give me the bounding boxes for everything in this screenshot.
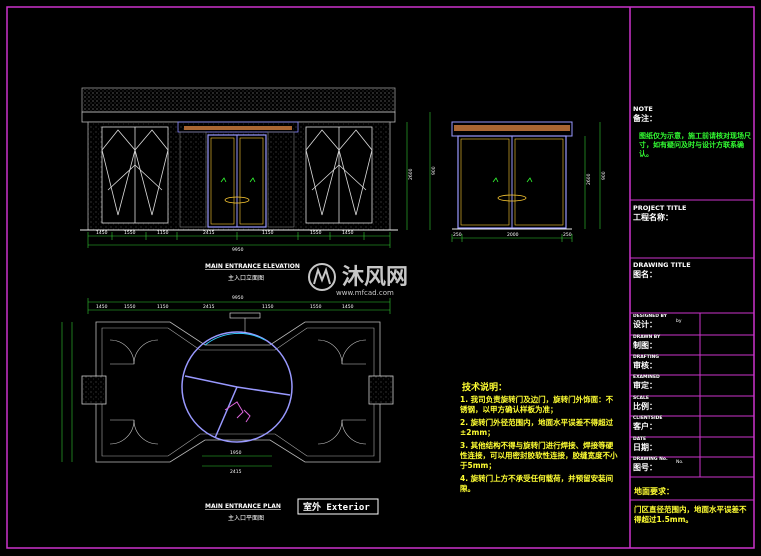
sheet-border [6, 6, 755, 549]
watermark-logo: 沐风网 www.mfcad.com [308, 263, 408, 297]
elev-dim-2: 1550 [124, 230, 136, 236]
site-require-heading: 地面要求： [634, 486, 674, 496]
plan-title: MAIN ENTRANCE PLAN [205, 503, 281, 510]
row-drawing-no-extra: No. [676, 459, 683, 465]
watermark-brand: 沐风网 [342, 265, 408, 290]
plan-dim-1: 1450 [96, 304, 108, 310]
elevation-dim-labels: 1450 1550 1150 2415 1150 1550 1450 9950 … [96, 166, 437, 253]
elevation-dimensions [87, 112, 431, 248]
elev-dim-7: 1450 [342, 230, 354, 236]
elevation-subtitle: 主入口立面图 [228, 274, 264, 282]
side-view-dimensions [451, 122, 601, 242]
elev-dim-4: 2415 [203, 230, 215, 236]
plan-dim-7: 1450 [342, 304, 354, 310]
plan-dim-inner-2: 2415 [230, 469, 242, 475]
plan-dim-inner-1: 1950 [230, 450, 242, 456]
tech-note-3: 3. 其他结构不得与旋转门进行焊接、焊接等硬性连接，可以用密封胶软性连接，胶缝宽… [460, 441, 618, 470]
side-dim-2: 2000 [507, 232, 519, 238]
main-entrance-plan [81, 312, 394, 463]
elev-dim-1: 1450 [96, 230, 108, 236]
plan-dim-labels: 1450 1550 1150 2415 1150 1550 1450 9950 … [96, 295, 354, 475]
watermark-url: www.mfcad.com [336, 289, 394, 297]
drawing-title-section: DRAWING TITLE 图名： [633, 261, 691, 279]
tech-notes-body: 1. 我司负责旋转门及边门，旋转门外饰面：不锈钢，以甲方确认样板为准； 2. 旋… [460, 395, 618, 493]
technical-notes: 技术说明： [462, 381, 507, 393]
drawing-title-cn: 图名： [633, 270, 657, 279]
exterior-label: 室外 Exterior [303, 501, 370, 513]
side-view-dim-labels: 250 2000 250 2600 900 [453, 171, 607, 238]
elev-dim-right-2: 900 [431, 166, 437, 175]
plan-dimensions [61, 298, 391, 467]
plan-dim-6: 1550 [310, 304, 322, 310]
elevation-title: MAIN ENTRANCE ELEVATION [205, 263, 300, 270]
title-block [630, 199, 754, 501]
plan-dim-3: 1150 [157, 304, 169, 310]
note-en: NOTE [633, 105, 653, 113]
plan-dim-2: 1550 [124, 304, 136, 310]
main-entrance-elevation [80, 87, 398, 231]
elev-dim-right-1: 2600 [408, 168, 414, 180]
tech-note-4: 4. 旋转门上方不承受任何载荷，并预留安装间隙。 [460, 474, 614, 493]
exterior-label-box [297, 498, 379, 515]
project-title-en: PROJECT TITLE [633, 204, 687, 212]
tech-note-1: 1. 我司负责旋转门及边门，旋转门外饰面：不锈钢，以甲方确认样板为准； [460, 395, 614, 414]
plan-dim-5: 1150 [262, 304, 274, 310]
note-section: NOTE 备注： 图纸仅为示意，施工前请核对现场尺寸，如有疑问及时与设计方联系确… [633, 105, 751, 158]
plan-dim-total: 9950 [232, 295, 244, 301]
plan-subtitle: 主入口平面图 [228, 514, 264, 522]
elev-dim-6: 1550 [310, 230, 322, 236]
note-cn: 备注： [633, 114, 657, 123]
side-dim-1: 250 [453, 232, 462, 238]
side-view [451, 121, 573, 230]
elev-dim-5: 1150 [262, 230, 274, 236]
project-title-section: PROJECT TITLE 工程名称： [633, 204, 687, 222]
project-title-cn: 工程名称： [633, 213, 673, 222]
note-body: 图纸仅为示意，施工前请核对现场尺寸，如有疑问及时与设计方联系确认。 [639, 132, 751, 158]
side-dim-right-2: 900 [601, 171, 607, 180]
tech-note-2: 2. 旋转门外径范围内，地面水平误差不得超过±2mm； [460, 418, 614, 437]
row-designed-extra: by [676, 318, 682, 324]
drawing-title-en: DRAWING TITLE [633, 261, 691, 269]
elev-dim-3: 1150 [157, 230, 169, 236]
site-require-body: 门区直径范围内，地面水平误差不得超过1.5mm。 [634, 505, 747, 524]
side-dim-right-1: 2600 [586, 173, 592, 185]
tech-notes-heading: 技术说明： [462, 381, 507, 393]
plan-dim-4: 2415 [203, 304, 215, 310]
row-drawing-no: DRAWING No.图号： [633, 457, 668, 472]
side-dim-3: 250 [563, 232, 572, 238]
elev-dim-total: 9950 [232, 247, 244, 253]
